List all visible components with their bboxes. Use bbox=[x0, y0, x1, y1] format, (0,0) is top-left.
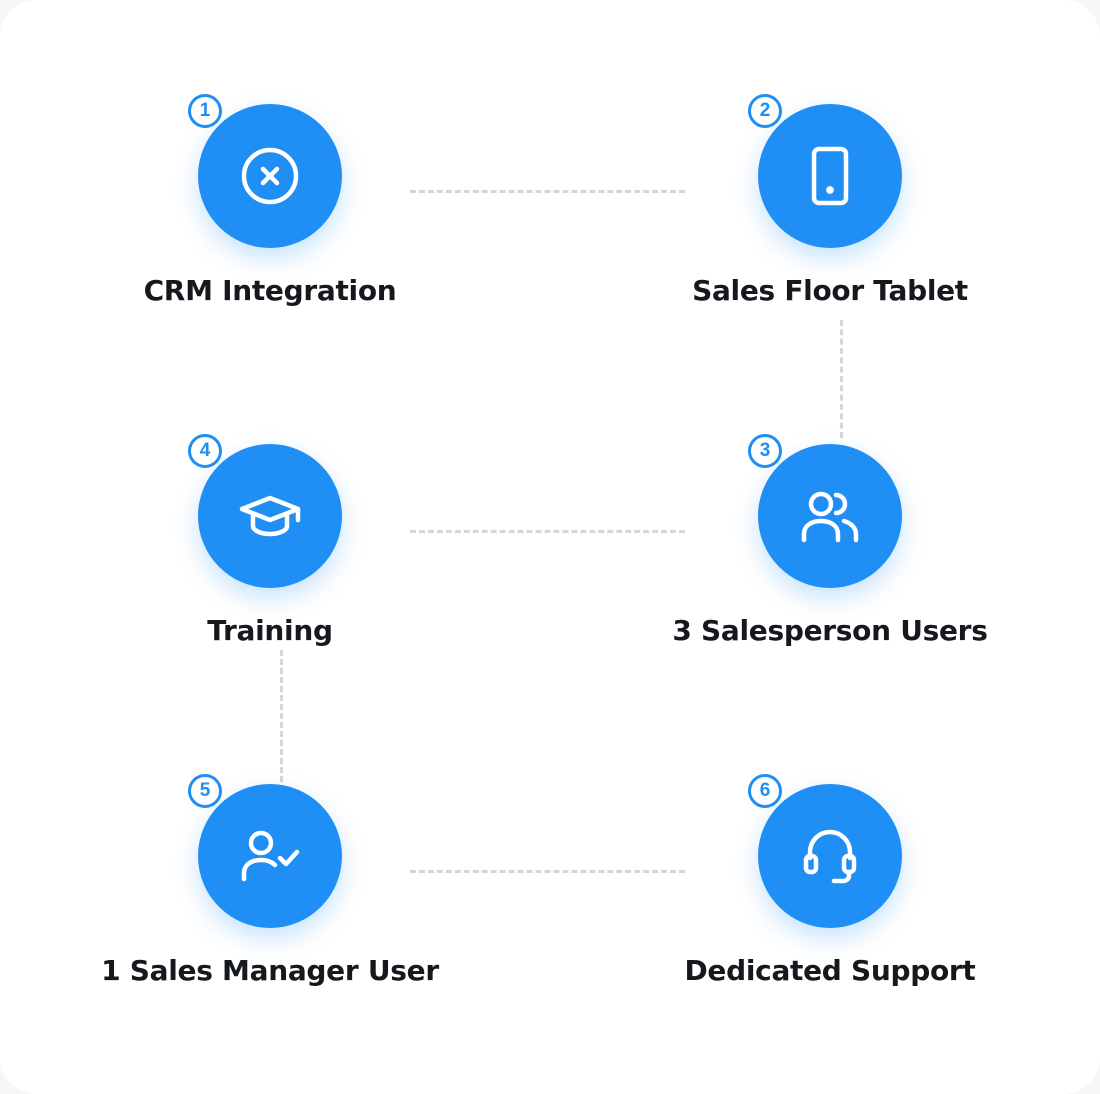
connector-5-6 bbox=[410, 870, 685, 873]
headset-icon bbox=[803, 829, 857, 884]
step-3-label: 3 Salesperson Users bbox=[672, 614, 988, 647]
step-4-badge: 4 bbox=[188, 434, 222, 468]
step-3-circle bbox=[758, 444, 902, 588]
step-4: 4 Training bbox=[70, 434, 470, 684]
step-6-badge: 6 bbox=[748, 774, 782, 808]
step-5-badge: 5 bbox=[188, 774, 222, 808]
connector-2-3 bbox=[840, 320, 843, 438]
step-3-badge: 3 bbox=[748, 434, 782, 468]
tablet-icon bbox=[811, 146, 849, 206]
connector-4-5 bbox=[280, 650, 283, 782]
user-check-icon bbox=[241, 830, 300, 882]
step-2: 2 Sales Floor Tablet bbox=[630, 94, 1030, 344]
step-6-label: Dedicated Support bbox=[684, 954, 976, 987]
graduation-cap-icon bbox=[239, 495, 301, 537]
users-icon bbox=[801, 491, 859, 543]
step-3: 3 3 Salesperson Users bbox=[630, 434, 1030, 684]
connector-3-4 bbox=[410, 530, 685, 533]
step-2-label: Sales Floor Tablet bbox=[692, 274, 968, 307]
step-5-circle bbox=[198, 784, 342, 928]
step-4-label: Training bbox=[207, 614, 333, 647]
step-6-circle bbox=[758, 784, 902, 928]
x-circle-icon bbox=[241, 147, 299, 205]
step-1-badge: 1 bbox=[188, 94, 222, 128]
connector-1-2 bbox=[410, 190, 685, 193]
step-4-circle bbox=[198, 444, 342, 588]
step-5-label: 1 Sales Manager User bbox=[101, 954, 439, 987]
step-2-badge: 2 bbox=[748, 94, 782, 128]
step-1-circle bbox=[198, 104, 342, 248]
step-6: 6 Dedicated Support bbox=[630, 774, 1030, 1024]
step-5: 5 1 Sales Manager User bbox=[70, 774, 470, 1024]
step-1: 1 CRM Integration bbox=[70, 94, 470, 344]
step-1-label: CRM Integration bbox=[143, 274, 397, 307]
step-2-circle bbox=[758, 104, 902, 248]
